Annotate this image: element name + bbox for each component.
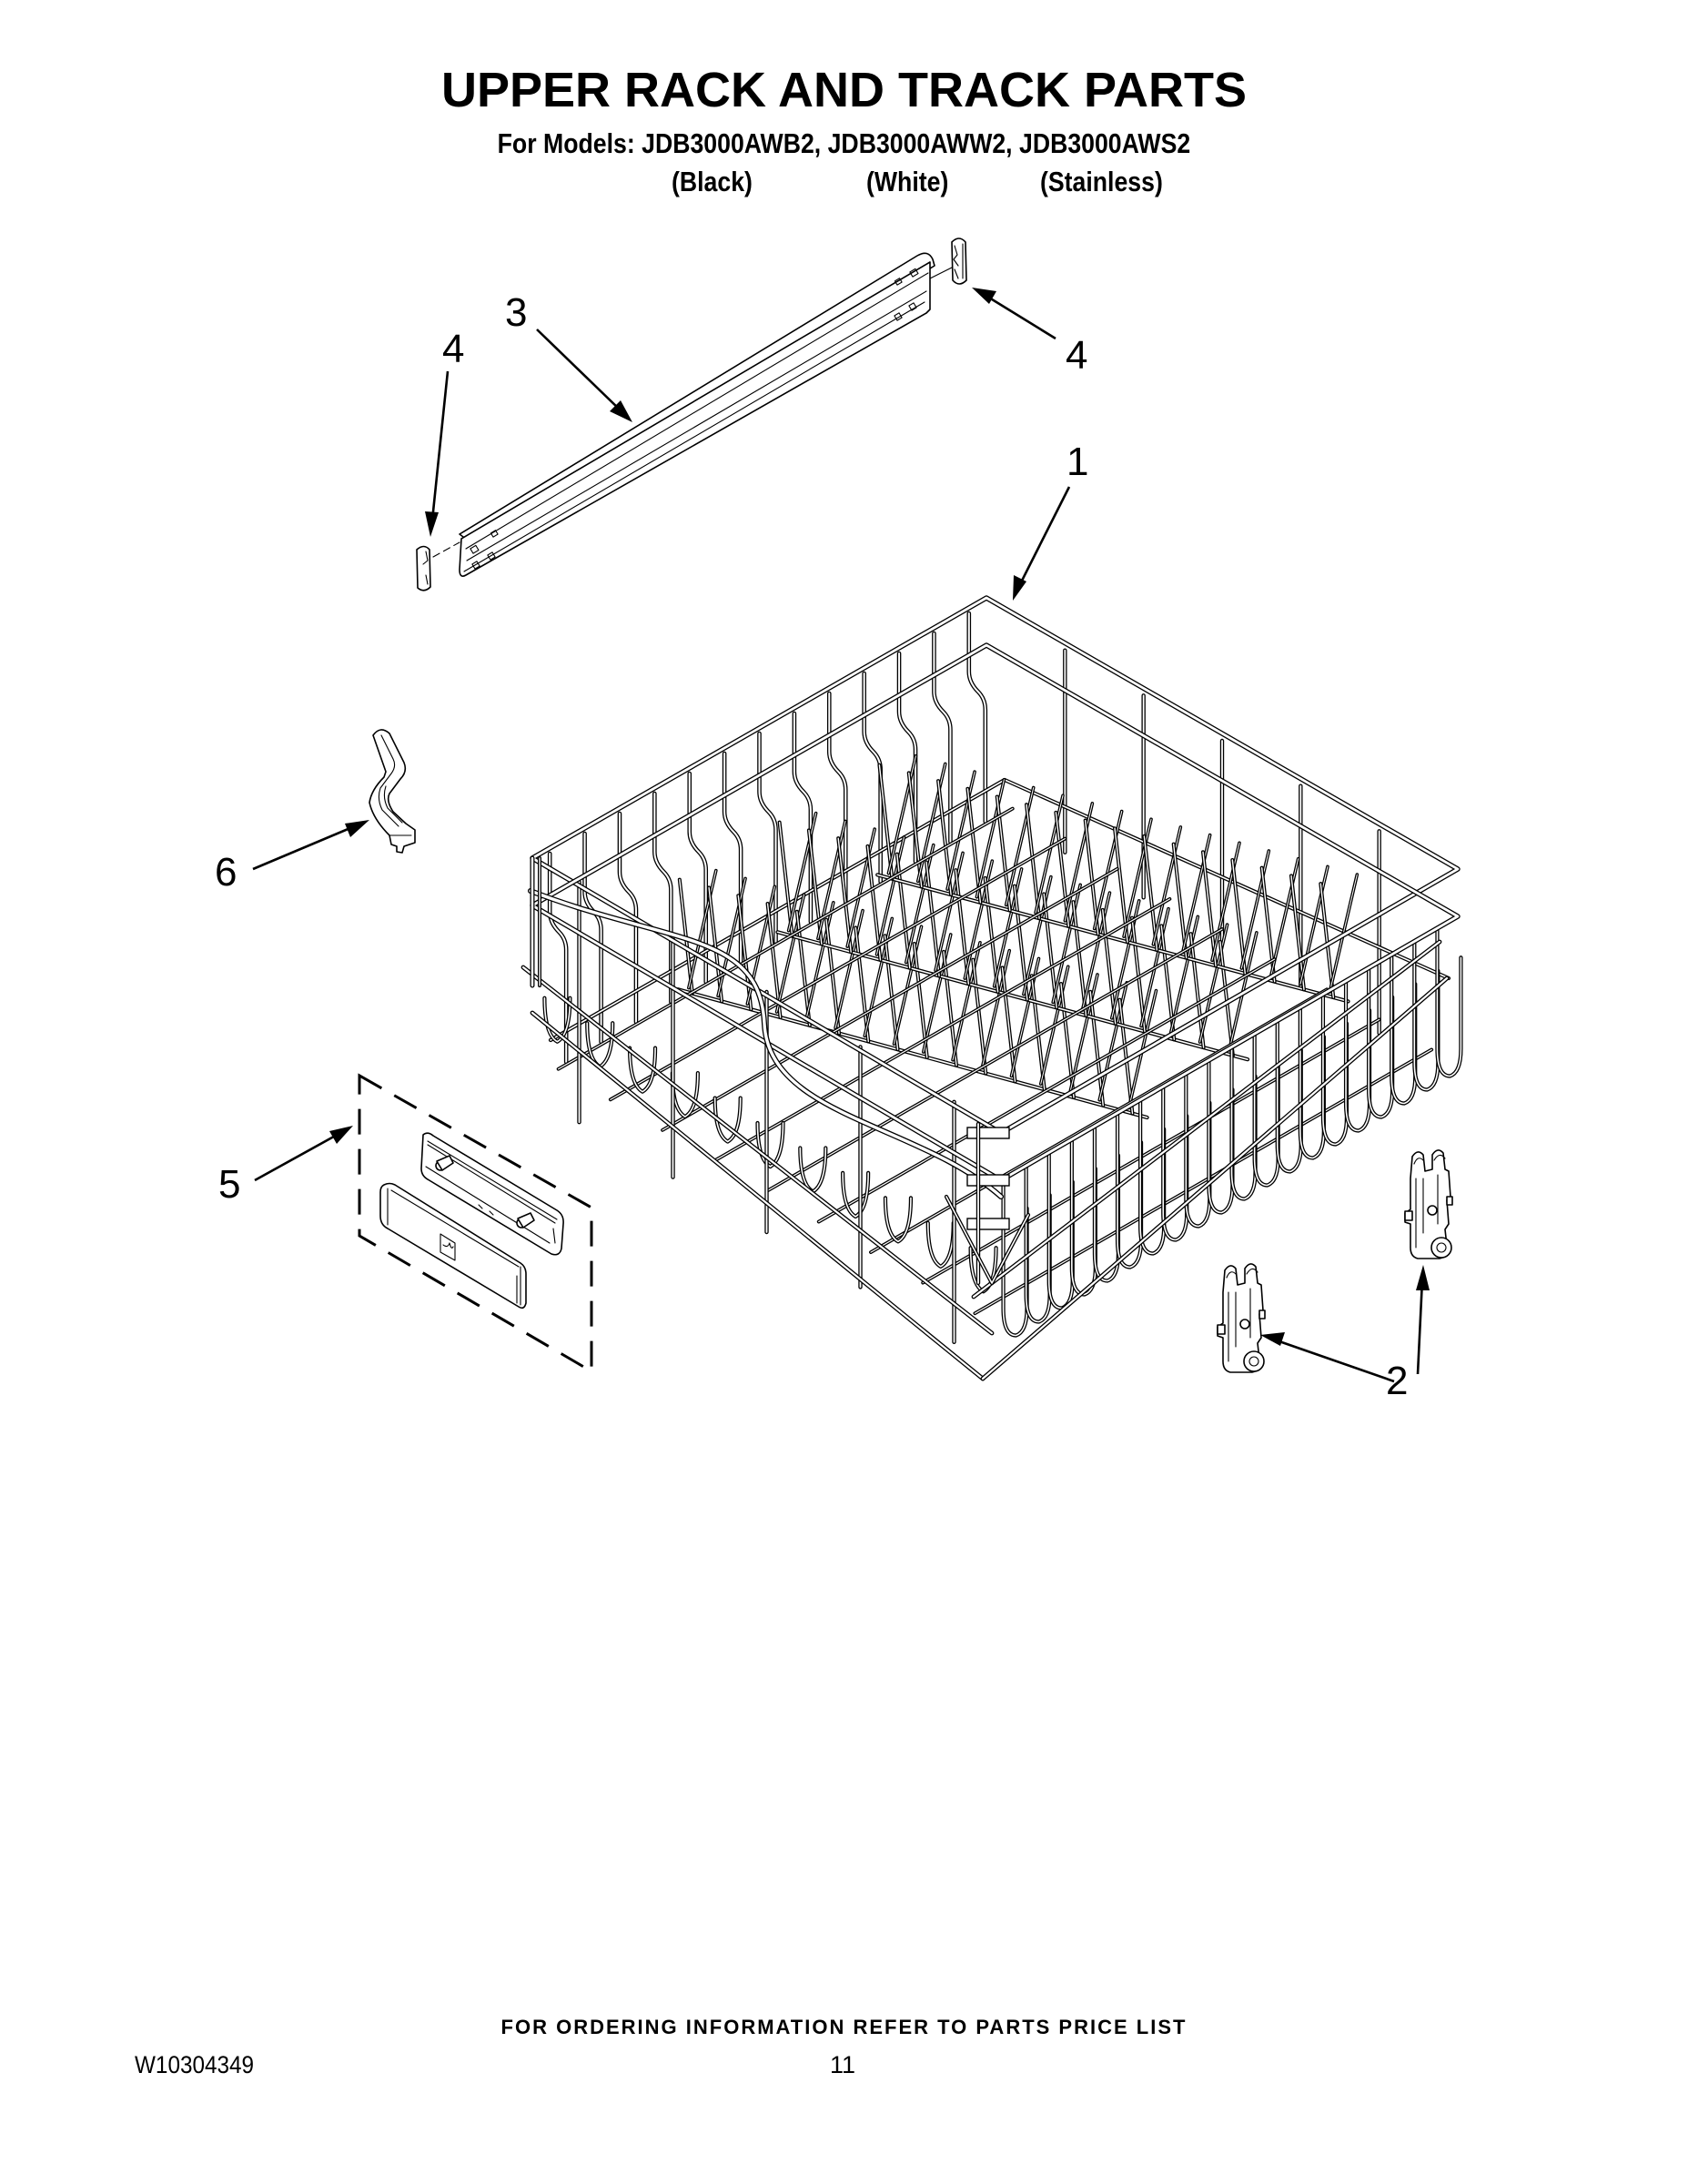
callout-4-rear: 4 <box>1066 333 1088 378</box>
track-part[interactable] <box>432 252 953 577</box>
models-line: For Models: JDB3000AWB2, JDB3000AWW2, JD… <box>497 127 1191 159</box>
handle-assembly-part[interactable] <box>358 1073 593 1374</box>
ordering-info-note: FOR ORDERING INFORMATION REFER TO PARTS … <box>500 2016 1188 2038</box>
callout-2: 2 <box>1386 1359 1409 1403</box>
document-number: W10304349 <box>135 2051 255 2078</box>
roller-adjuster-rear[interactable] <box>1404 1149 1453 1259</box>
callout-5: 5 <box>218 1162 241 1207</box>
track-end-cap-front[interactable] <box>416 545 431 592</box>
upper-rack-part[interactable] <box>521 595 1463 1381</box>
callout-3: 3 <box>505 290 528 335</box>
page-title: UPPER RACK AND TRACK PARTS <box>440 63 1247 117</box>
callout-1: 1 <box>1066 440 1089 484</box>
model-color-black: (Black) <box>672 166 753 197</box>
page-number: 11 <box>830 2051 856 2078</box>
track-end-cap-rear[interactable] <box>951 238 967 285</box>
model-color-stainless: (Stainless) <box>1040 166 1163 197</box>
callout-arrows <box>252 288 1430 1383</box>
callout-6: 6 <box>215 850 238 895</box>
clip-part[interactable] <box>369 729 416 854</box>
callout-4-front: 4 <box>442 327 465 371</box>
roller-adjuster-front[interactable] <box>1217 1263 1266 1373</box>
model-color-white: (White) <box>866 166 949 197</box>
